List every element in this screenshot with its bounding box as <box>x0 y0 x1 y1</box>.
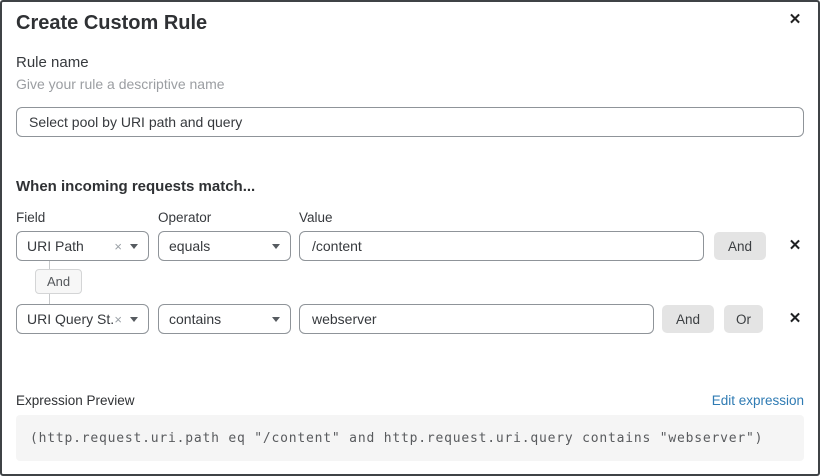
field-column-label: Field <box>16 210 46 225</box>
match-heading: When incoming requests match... <box>16 178 256 195</box>
close-icon[interactable]: ✕ <box>784 9 806 31</box>
expression-code: (http.request.uri.path eq "/content" and… <box>30 430 764 446</box>
column-labels: Field Operator Value <box>16 209 804 226</box>
condition-row: URI Query St... × contains And Or ✕ <box>16 304 804 334</box>
expression-code-block: (http.request.uri.path eq "/content" and… <box>16 415 804 461</box>
operator-dropdown-value: equals <box>169 238 211 254</box>
field-dropdown-value: URI Query St... <box>27 311 115 327</box>
operator-column-label: Operator <box>158 210 212 225</box>
connector-line <box>49 294 50 304</box>
and-connector-chip: And <box>35 269 83 294</box>
remove-condition-icon[interactable]: ✕ <box>786 310 804 328</box>
clear-icon[interactable]: × <box>114 238 122 254</box>
chevron-down-icon <box>130 243 138 249</box>
operator-dropdown[interactable]: equals <box>158 231 291 261</box>
edit-expression-link[interactable]: Edit expression <box>711 393 804 408</box>
rule-name-helper: Give your rule a descriptive name <box>16 76 225 92</box>
or-button[interactable]: Or <box>724 305 764 333</box>
field-dropdown-value: URI Path <box>27 238 84 254</box>
value-input[interactable] <box>299 304 654 334</box>
value-column-label: Value <box>299 210 333 225</box>
field-dropdown[interactable]: URI Query St... × <box>16 304 149 334</box>
dialog-title: Create Custom Rule <box>16 12 208 34</box>
remove-condition-icon[interactable]: ✕ <box>786 237 804 255</box>
rule-name-label: Rule name <box>16 54 89 71</box>
value-input[interactable] <box>299 231 704 261</box>
chevron-down-icon <box>130 316 138 322</box>
operator-dropdown-value: contains <box>169 311 222 327</box>
clear-icon[interactable]: × <box>114 311 122 327</box>
field-dropdown[interactable]: URI Path × <box>16 231 149 261</box>
connector-line <box>49 261 50 269</box>
condition-row: URI Path × equals And ✕ <box>16 231 804 261</box>
and-connector: And <box>35 261 804 304</box>
chevron-down-icon <box>272 243 280 249</box>
operator-dropdown[interactable]: contains <box>158 304 291 334</box>
expression-preview-label: Expression Preview <box>16 393 135 408</box>
chevron-down-icon <box>272 316 280 322</box>
rule-name-input[interactable] <box>16 107 804 137</box>
expression-preview-header: Expression Preview Edit expression <box>16 392 804 409</box>
and-button[interactable]: And <box>714 232 767 260</box>
and-button[interactable]: And <box>662 305 715 333</box>
